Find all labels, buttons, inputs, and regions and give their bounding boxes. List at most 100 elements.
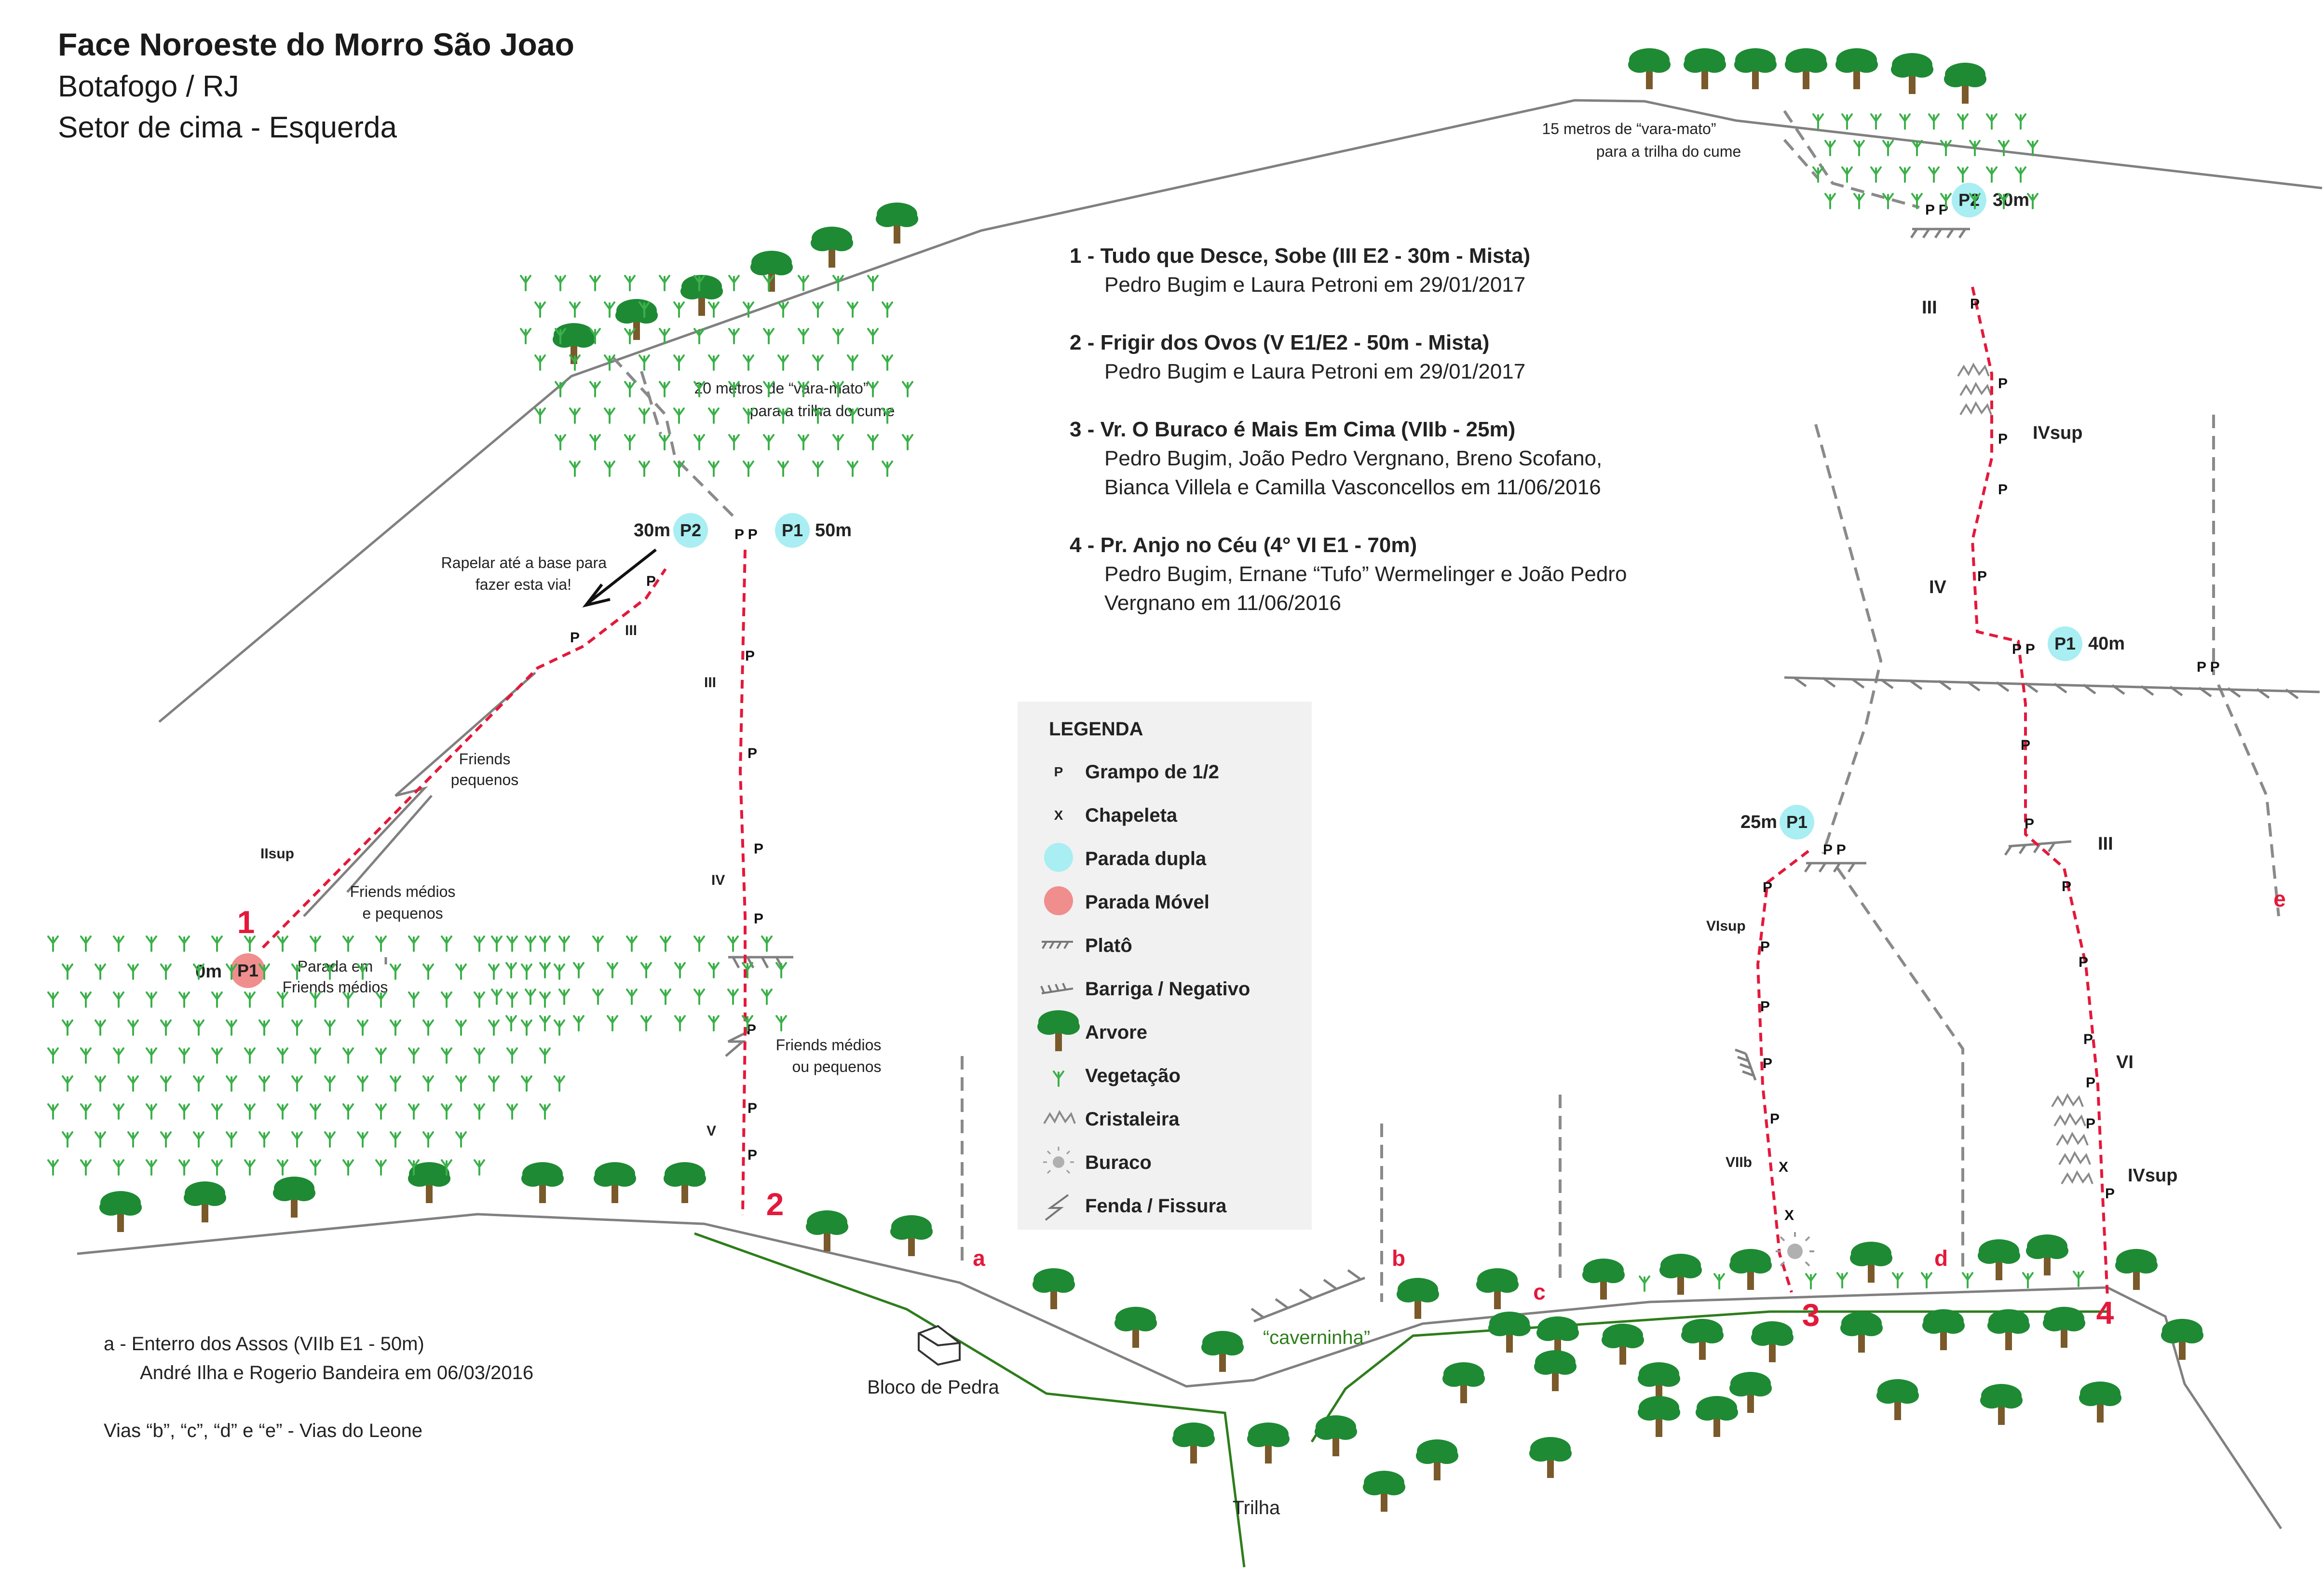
svg-text:P P: P P: [2012, 641, 2035, 657]
double-belay-icon: [1044, 843, 1073, 872]
svg-text:P P: P P: [1823, 842, 1846, 858]
crack-lines: [303, 672, 748, 1057]
parada-friends-line1: Parada em: [298, 958, 373, 975]
belays: P1 0m P2 30m P1 50m P1 25m P1 40m P2 30m: [195, 183, 2125, 988]
svg-text:P: P: [2086, 1075, 2095, 1091]
route-3-title: 3 - Vr. O Buraco é Mais Em Cima (VIIb - …: [1070, 418, 1515, 441]
chapeleta-icon: X: [1054, 808, 1063, 823]
note-leone: Vias “b”, “c”, “d” e “e” - Vias do Leone: [104, 1420, 422, 1441]
route-letter-d: d: [1934, 1246, 1948, 1271]
svg-text:P: P: [747, 1147, 757, 1163]
legend-label-overhang: Barriga / Negativo: [1085, 978, 1250, 1000]
svg-text:P: P: [2062, 879, 2071, 894]
grade-r1-iisup: IIsup: [260, 846, 294, 862]
belay-r1-base: P1: [237, 961, 258, 980]
bolt-markers: P P P P P P P P P P P P P P P P P P P P …: [570, 202, 2220, 1223]
subtitle-sector: Setor de cima - Esquerda: [58, 111, 397, 144]
belay-r1-base-dist: 0m: [195, 962, 222, 982]
grade-r3-viib: VIIb: [1726, 1154, 1752, 1170]
svg-text:P: P: [1970, 296, 1980, 312]
svg-text:P: P: [747, 1100, 757, 1116]
belay-r4-p1-dist: 40m: [2088, 634, 2125, 654]
parada-friends-line2: Friends médios: [283, 978, 388, 996]
grade-r4-iii-low: III: [2098, 834, 2113, 854]
varamato-right-line2: para a trilha do cume: [1596, 143, 1741, 160]
route-number-3: 3: [1802, 1297, 1820, 1333]
varamato-right-line1: 15 metros de “vara-mato”: [1542, 120, 1716, 137]
dashed-paths: [611, 110, 2280, 1302]
belay-r4-p1: P1: [2054, 634, 2076, 653]
grade-r4-vi: VI: [2116, 1052, 2134, 1072]
ledges: [728, 228, 2320, 1323]
svg-text:P: P: [1760, 939, 1770, 955]
legend-label-hole: Buraco: [1085, 1152, 1152, 1173]
svg-text:P: P: [1998, 376, 2008, 392]
svg-text:P: P: [1998, 431, 2008, 447]
grade-r1-iii: III: [625, 623, 637, 638]
route-list: 1 - Tudo que Desce, Sobe (III E2 - 30m -…: [1070, 244, 1627, 615]
friends-medium-line2: e pequenos: [362, 905, 443, 922]
legend-label-bolt: Grampo de 1/2: [1085, 761, 1219, 783]
belay-r3-p1-dist: 25m: [1740, 812, 1777, 832]
friends-small-line1: Friends: [459, 750, 511, 768]
route-letter-e: e: [2273, 886, 2286, 911]
note-route-a-line2: André Ilha e Rogerio Bandeira em 06/03/2…: [140, 1362, 533, 1383]
belay-left-p2-dist: 30m: [634, 520, 670, 541]
route-number-2: 2: [766, 1186, 784, 1222]
svg-text:P: P: [1998, 482, 2008, 498]
grade-r3-visup: VIsup: [1706, 918, 1746, 934]
boulder-icon: [918, 1325, 961, 1366]
legend-label-double-belay: Parada dupla: [1085, 848, 1207, 869]
svg-text:P: P: [2021, 737, 2030, 753]
svg-text:P: P: [745, 648, 755, 664]
legend-label-plateau: Platô: [1085, 935, 1132, 956]
cavern-label: “caverninha”: [1263, 1327, 1370, 1348]
friends-small-line2: pequenos: [451, 771, 519, 788]
route-4-title: 4 - Pr. Anjo no Céu (4° VI E1 - 70m): [1070, 533, 1417, 557]
route-lines: [261, 286, 2109, 1298]
legend: LEGENDA P Grampo de 1/2 X Chapeleta Para…: [1018, 702, 1312, 1230]
grade-r4-iii-high: III: [1922, 298, 1937, 318]
legend-label-movable-belay: Parada Móvel: [1085, 892, 1210, 913]
route-4-authors-line1: Pedro Bugim, Ernane “Tufo” Wermelinger e…: [1104, 562, 1627, 586]
header: Face Noroeste do Morro São Joao Botafogo…: [58, 27, 574, 144]
route-numbers: 1 2 3 4: [237, 904, 2114, 1333]
subtitle-location: Botafogo / RJ: [58, 70, 239, 103]
belay-left-p2: P2: [680, 520, 701, 540]
trail-lines: [694, 1232, 2107, 1568]
grade-r4-ivsup-high: IVsup: [2033, 423, 2082, 443]
svg-text:X: X: [1779, 1159, 1788, 1175]
plateau-icon: [1042, 941, 1073, 949]
grade-r4-iv: IV: [1929, 577, 1947, 597]
svg-text:P: P: [1760, 999, 1770, 1015]
movable-belay-icon: [1044, 886, 1073, 915]
grade-r2-iv: IV: [711, 872, 725, 888]
varamato-left-line2: para a trilha do cume: [750, 402, 895, 420]
svg-text:P: P: [2079, 954, 2088, 970]
svg-text:P P: P P: [1925, 202, 1948, 218]
svg-text:X: X: [1784, 1207, 1794, 1223]
svg-text:P: P: [570, 630, 580, 646]
notes: a - Enterro dos Assos (VIIb E1 - 50m) An…: [104, 1333, 533, 1441]
route-number-4: 4: [2096, 1295, 2114, 1330]
svg-text:P: P: [1763, 1056, 1772, 1071]
friends-mp-line1: Friends médios: [776, 1036, 882, 1054]
boulder-label: Bloco de Pedra: [867, 1377, 999, 1398]
svg-text:P: P: [2025, 816, 2034, 832]
belay-r4-p2-dist: 30m: [1993, 190, 2029, 210]
rapel-line2: fazer esta via!: [476, 576, 571, 593]
svg-text:P P: P P: [2197, 659, 2220, 675]
svg-text:P: P: [747, 745, 757, 761]
legend-label-tree: Arvore: [1085, 1022, 1147, 1043]
grade-r4-ivsup-low: IVsup: [2128, 1165, 2177, 1186]
friends-mp-line2: ou pequenos: [792, 1058, 881, 1075]
page-title: Face Noroeste do Morro São Joao: [58, 27, 574, 62]
hole-marker: [1776, 1232, 1814, 1267]
legend-label-chapeleta: Chapeleta: [1085, 805, 1178, 826]
legend-label-crystal: Cristaleira: [1085, 1109, 1180, 1130]
route-3-authors-line2: Bianca Villela e Camilla Vasconcellos em…: [1104, 475, 1601, 499]
grade-r2-v: V: [707, 1123, 716, 1139]
bolt-icon: P: [1054, 764, 1063, 779]
other-route-letters: a b c d e: [973, 886, 2286, 1304]
